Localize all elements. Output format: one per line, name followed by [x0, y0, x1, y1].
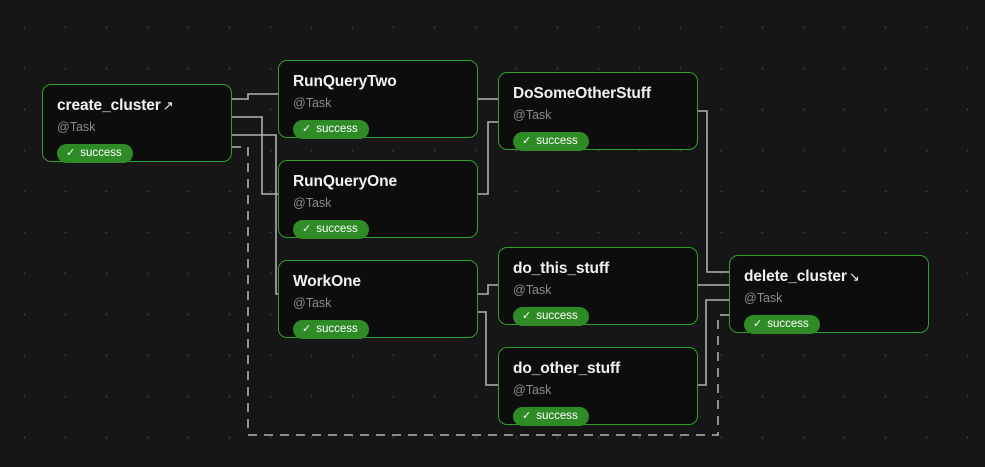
task-node-delete_cluster[interactable]: delete_cluster↘ @Task ✓ success — [729, 255, 929, 335]
check-icon: ✓ — [302, 122, 312, 135]
check-icon: ✓ — [522, 134, 532, 147]
task-node-create_cluster[interactable]: create_cluster↗ @Task ✓ success — [42, 84, 232, 164]
status-badge: ✓ success — [293, 319, 369, 340]
node-title-text: RunQueryOne — [293, 173, 397, 190]
check-icon: ✓ — [753, 317, 763, 330]
node-title-text: do_other_stuff — [513, 360, 621, 377]
node-type-label: @Task — [513, 108, 552, 123]
edge-create_cluster-to-RunQueryOne — [232, 116, 278, 195]
status-badge: ✓ success — [57, 143, 133, 164]
status-badge-label: success — [767, 317, 809, 330]
status-badge-label: success — [316, 222, 358, 235]
status-badge: ✓ success — [513, 131, 589, 152]
status-badge-label: success — [316, 322, 358, 335]
node-type-label: @Task — [513, 383, 552, 398]
status-badge: ✓ success — [513, 406, 589, 427]
status-badge-label: success — [536, 409, 578, 422]
edge-do_other_stuff-to-delete_cluster — [698, 299, 729, 386]
node-title: do_other_stuff — [513, 360, 683, 377]
node-title: RunQueryOne — [293, 173, 463, 190]
node-title-text: RunQueryTwo — [293, 73, 397, 90]
status-badge: ✓ success — [293, 119, 369, 140]
status-badge-label: success — [80, 146, 122, 159]
status-badge: ✓ success — [744, 314, 820, 335]
edge-WorkOne-to-do_this_stuff — [478, 284, 498, 295]
arrow-up-right-icon: ↗ — [162, 98, 174, 113]
check-icon: ✓ — [302, 322, 312, 335]
check-icon: ✓ — [522, 309, 532, 322]
status-badge-label: success — [536, 309, 578, 322]
node-title: RunQueryTwo — [293, 73, 463, 90]
edge-create_cluster-to-RunQueryTwo — [232, 93, 278, 100]
node-title-text: DoSomeOtherStuff — [513, 85, 651, 102]
node-title: DoSomeOtherStuff — [513, 85, 683, 102]
status-badge: ✓ success — [293, 219, 369, 240]
node-type-label: @Task — [293, 96, 332, 111]
task-node-RunQueryTwo[interactable]: RunQueryTwo @Task ✓ success — [278, 60, 478, 140]
node-type-label: @Task — [293, 296, 332, 311]
task-node-RunQueryOne[interactable]: RunQueryOne @Task ✓ success — [278, 160, 478, 240]
node-type-label: @Task — [744, 291, 783, 306]
edge-DoSomeOtherStuff-to-delete_cluster — [698, 110, 729, 273]
task-node-WorkOne[interactable]: WorkOne @Task ✓ success — [278, 260, 478, 340]
check-icon: ✓ — [302, 222, 312, 235]
status-badge-label: success — [536, 134, 578, 147]
node-title: WorkOne — [293, 273, 463, 290]
node-type-label: @Task — [513, 283, 552, 298]
node-type-label: @Task — [57, 120, 96, 135]
check-icon: ✓ — [522, 409, 532, 422]
check-icon: ✓ — [66, 146, 76, 159]
status-badge: ✓ success — [513, 306, 589, 327]
node-title: delete_cluster↘ — [744, 268, 914, 285]
node-title-text: do_this_stuff — [513, 260, 610, 277]
task-node-DoSomeOtherStuff[interactable]: DoSomeOtherStuff @Task ✓ success — [498, 72, 698, 152]
status-badge-label: success — [316, 122, 358, 135]
task-node-do_this_stuff[interactable]: do_this_stuff @Task ✓ success — [498, 247, 698, 327]
node-title-text: create_cluster — [57, 97, 161, 114]
node-title: create_cluster↗ — [57, 97, 217, 114]
node-title: do_this_stuff — [513, 260, 683, 277]
node-title-text: WorkOne — [293, 273, 361, 290]
node-type-label: @Task — [293, 196, 332, 211]
edge-WorkOne-to-do_other_stuff — [478, 311, 498, 386]
edge-RunQueryOne-to-DoSomeOtherStuff — [478, 121, 498, 195]
edge-create_cluster-to-WorkOne — [232, 134, 278, 295]
arrow-down-right-icon: ↘ — [848, 269, 860, 284]
node-title-text: delete_cluster — [744, 268, 847, 285]
task-node-do_other_stuff[interactable]: do_other_stuff @Task ✓ success — [498, 347, 698, 427]
